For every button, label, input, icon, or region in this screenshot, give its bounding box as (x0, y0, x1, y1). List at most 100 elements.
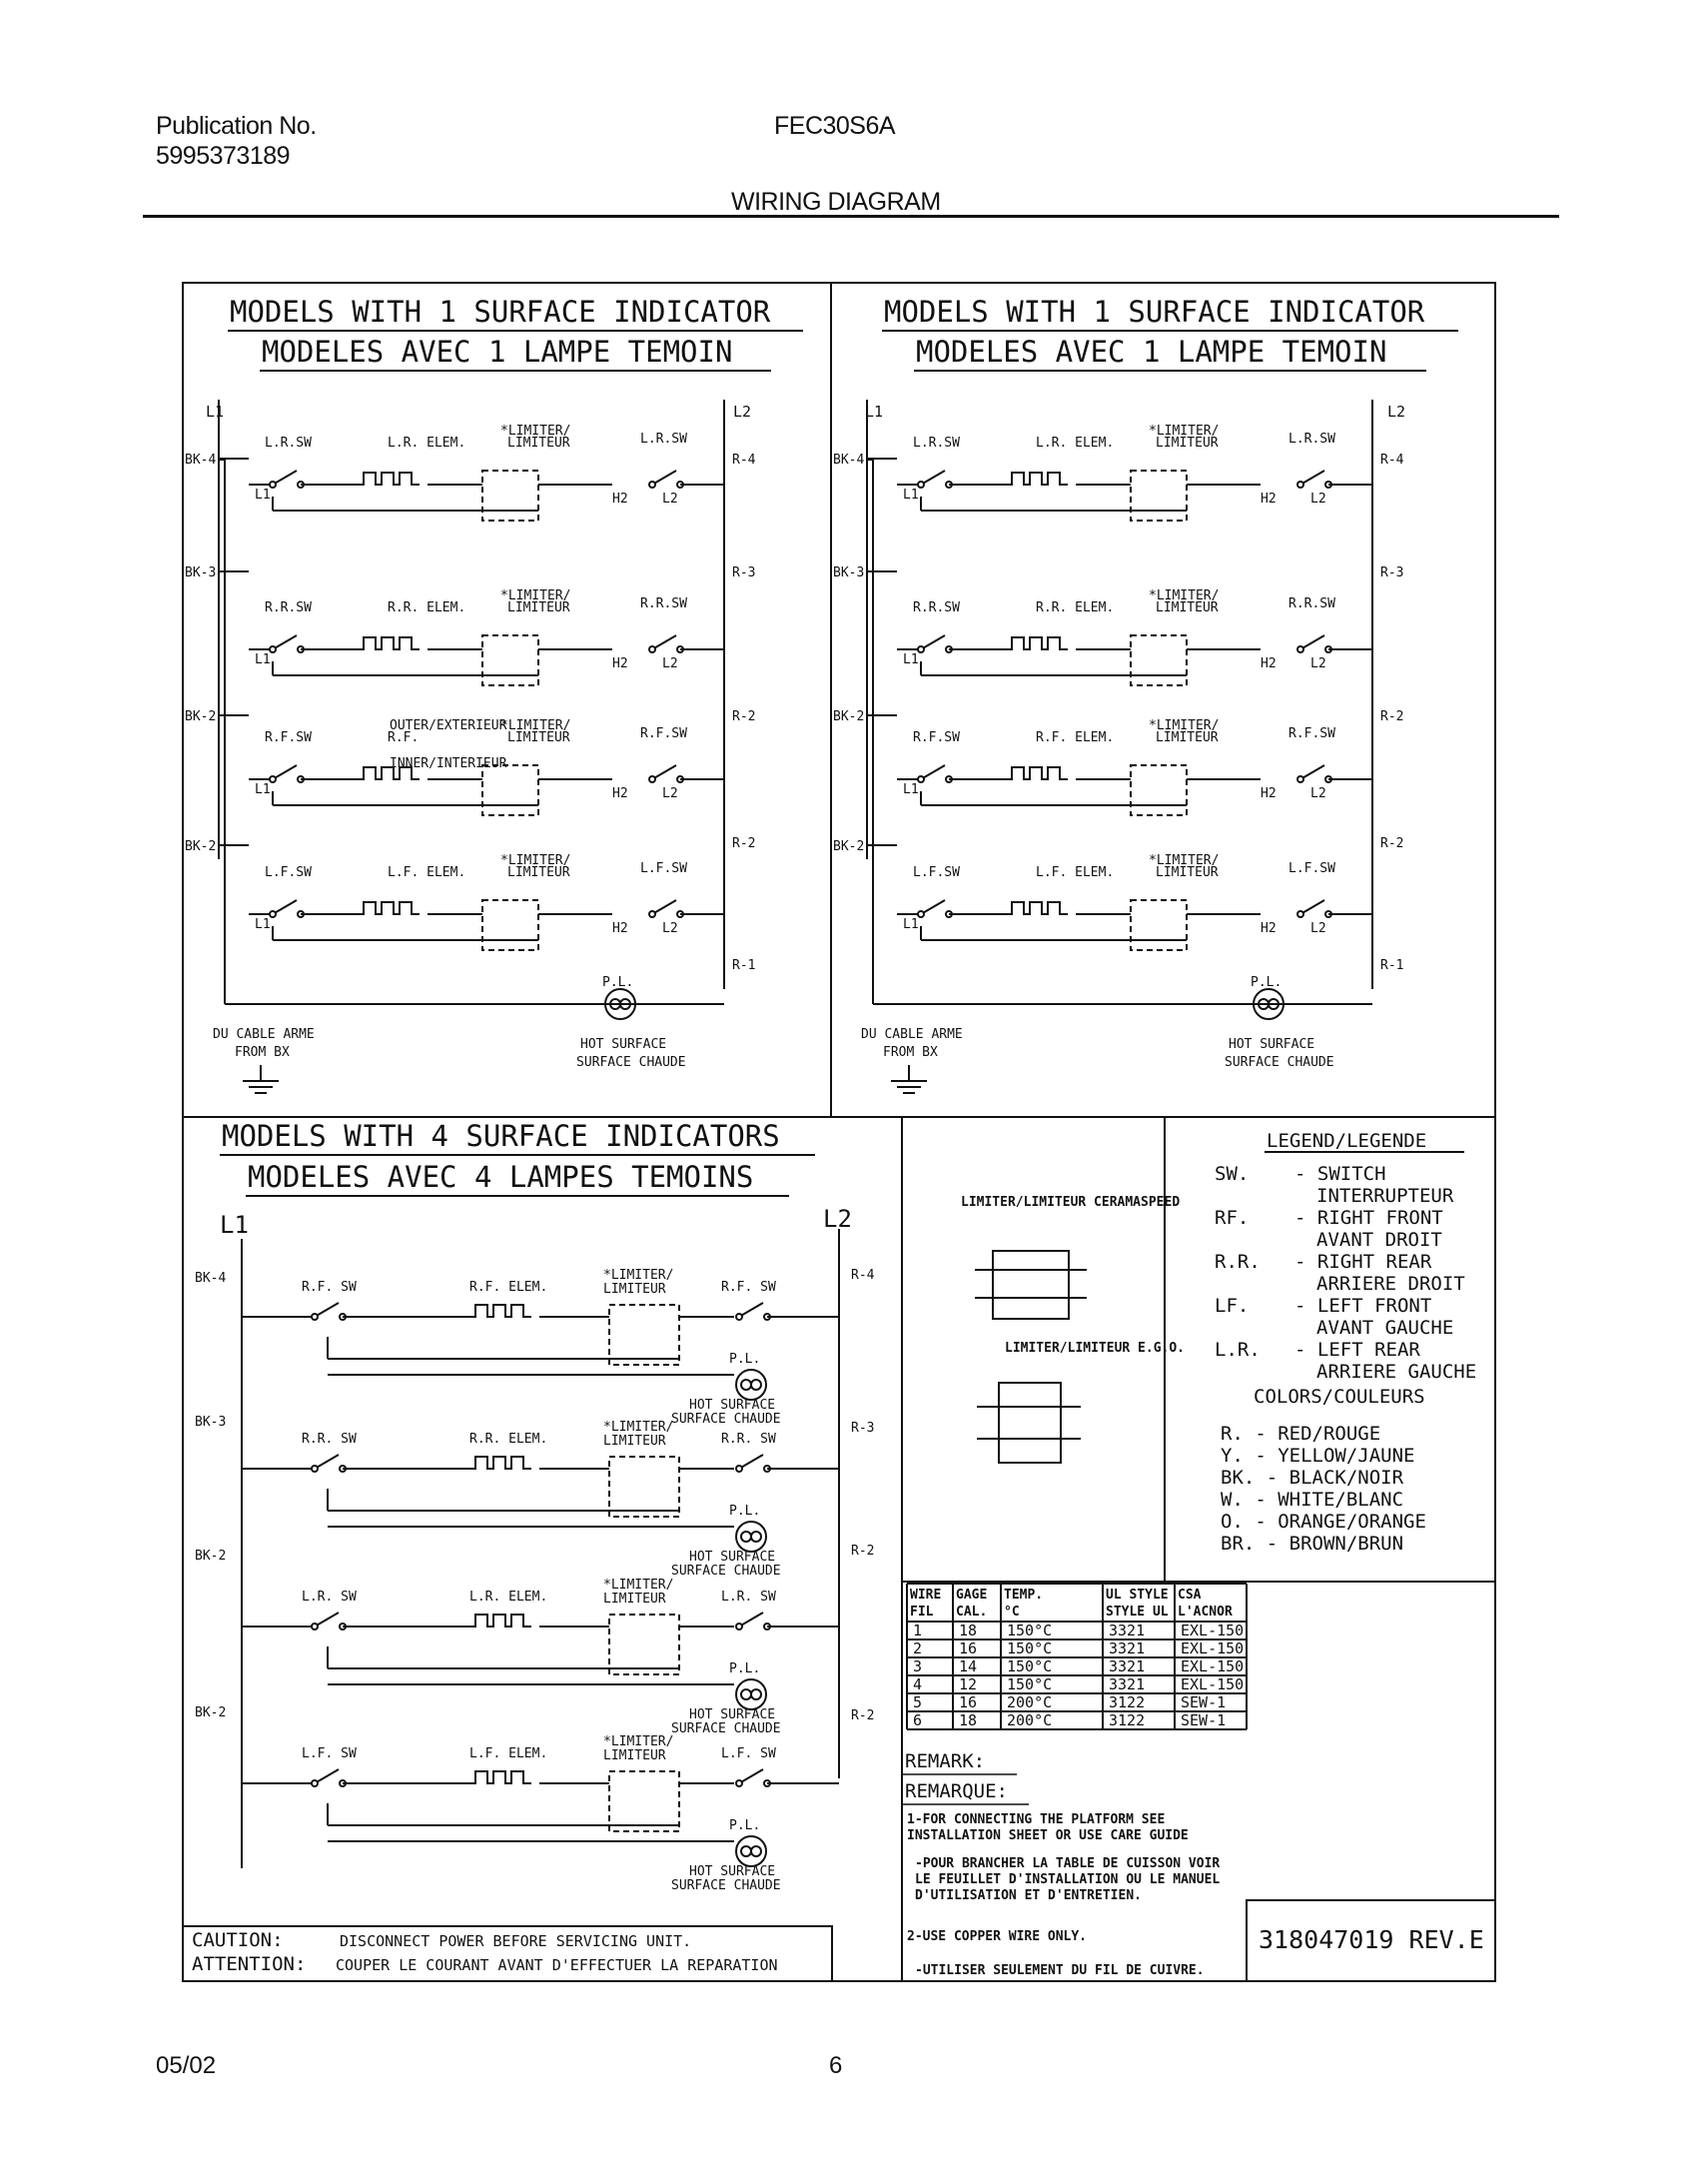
p1-switch-right-label-2: R.F.SW (640, 726, 687, 741)
panel-1-title-en: MODELS WITH 1 SURFACE INDICATOR (230, 295, 771, 329)
wire-table-cell-2-0: 3 (913, 1657, 922, 1675)
panel-2: MODELS WITH 1 SURFACE INDICATOR MODELES … (833, 295, 1458, 1094)
footer-date: 05/02 (156, 2052, 217, 2079)
p3-pl-label-0: P.L. (729, 1352, 760, 1367)
heating-element (1006, 636, 1068, 650)
heating-element (469, 1614, 531, 1628)
panel-1: MODELS WITH 1 SURFACE INDICATOR MODELES … (185, 295, 803, 1094)
p1-surface-chaude: SURFACE CHAUDE (576, 1055, 686, 1070)
remark-en: REMARK: (905, 1750, 985, 1772)
wire-table-cell-5-3: 3122 (1109, 1711, 1145, 1729)
remark-note1-fr-0: -POUR BRANCHER LA TABLE DE CUISSON VOIR (915, 1856, 1220, 1871)
legend-en-1: - RIGHT FRONT (1294, 1207, 1443, 1229)
wire-table-cell-5-2: 200°C (1007, 1711, 1052, 1729)
p3-wire-right-1: R-3 (851, 1421, 874, 1436)
switch-contact (917, 775, 925, 783)
p3-wire-left-3: BK-2 (195, 1705, 226, 1720)
p2-h2-tag-2: H2 (1261, 786, 1277, 801)
p3-switch-label-1: R.R. SW (302, 1432, 357, 1447)
wire-table-cell-5-0: 6 (913, 1711, 922, 1729)
switch-contact (269, 775, 277, 783)
panel-1-l1: L1 (206, 403, 224, 421)
heating-element (1006, 901, 1068, 915)
p3-wire-right-3: R-2 (851, 1708, 874, 1723)
p3-wire-left-0: BK-4 (195, 1271, 226, 1286)
p1-wire-right-4: R-1 (732, 958, 755, 973)
wire-table-cell-4-3: 3122 (1109, 1693, 1145, 1711)
pilot-lamp (735, 1678, 767, 1710)
p3-wire-left-1: BK-3 (195, 1415, 226, 1430)
wire-table-header-1: GAGE (956, 1588, 987, 1603)
p1-wire-right-1: R-3 (732, 565, 755, 580)
p3-switch-right-label-2: L.R. SW (721, 1590, 776, 1605)
p2-hot-surface: HOT SURFACE (1229, 1037, 1314, 1052)
p2-l2-tag-2: L2 (1310, 786, 1326, 801)
p1-limiter-label2-3: LIMITEUR (507, 865, 570, 880)
p1-l1-tag-0: L1 (255, 488, 271, 503)
p3-element-label-1: R.R. ELEM. (469, 1432, 547, 1447)
wire-table-cell-4-1: 16 (959, 1693, 977, 1711)
wire-table-cell-3-4: EXL-150 (1181, 1675, 1244, 1693)
p2-limiter-label2-3: LIMITEUR (1156, 865, 1219, 880)
wire-table-cell-3-0: 4 (913, 1675, 922, 1693)
p3-element-label-2: L.R. ELEM. (469, 1590, 547, 1605)
limiter-box (481, 899, 539, 951)
wire-table-cell-0-0: 1 (913, 1622, 922, 1639)
switch-contact (735, 1779, 743, 1787)
p2-limiter-label-1: *LIMITER/ (1149, 588, 1219, 603)
remark-fr: REMARQUE: (905, 1780, 1008, 1802)
legend-abbr-0: SW. (1215, 1163, 1249, 1185)
wire-table-cell-1-2: 150°C (1007, 1639, 1052, 1657)
remark-note1-fr-2: D'UTILISATION ET D'ENTRETIEN. (915, 1888, 1142, 1903)
legend-fr-4: ARRIERE GAUCHE (1316, 1361, 1476, 1383)
legend-fr-1: AVANT DROIT (1316, 1229, 1442, 1251)
limiter-box (608, 1770, 680, 1832)
panel-3-title-en: MODELS WITH 4 SURFACE INDICATORS (222, 1119, 780, 1153)
remark-note2-fr: -UTILISER SEULEMENT DU FIL DE CUIVRE. (915, 1963, 1205, 1978)
switch-contact (648, 481, 656, 489)
legend-color-4: O. - ORANGE/ORANGE (1221, 1511, 1426, 1533)
legend: LEGEND/LEGENDE SW.- SWITCHINTERRUPTEURRF… (1215, 1130, 1476, 1555)
pilot-lamp (735, 1369, 767, 1401)
wire-table-header2-4: L'ACNOR (1178, 1605, 1233, 1620)
remark-note2-en: 2-USE COPPER WIRE ONLY. (907, 1929, 1087, 1944)
p1-limiter-label-2: *LIMITER/ (500, 718, 570, 733)
legend-en-2: - RIGHT REAR (1294, 1251, 1432, 1273)
wire-table-header-2: TEMP. (1004, 1588, 1043, 1603)
p3-wire-left-2: BK-2 (195, 1549, 226, 1564)
p3-element-label-0: R.F. ELEM. (469, 1280, 547, 1295)
p1-switch-label-2: R.F.SW (265, 730, 312, 745)
p1-limiter-label-0: *LIMITER/ (500, 424, 570, 439)
ego-label: LIMITER/LIMITEUR E.G.O. (1005, 1341, 1185, 1356)
wire-table-header-0: WIRE (910, 1588, 941, 1603)
p2-limiter-label2-0: LIMITEUR (1156, 436, 1219, 451)
legend-fr-3: AVANT GAUCHE (1316, 1317, 1453, 1339)
p1-l2-tag-1: L2 (662, 656, 678, 671)
p3-switch-label-0: R.F. SW (302, 1280, 357, 1295)
p3-element-label-3: L.F. ELEM. (469, 1746, 547, 1761)
limiter-box (1130, 470, 1188, 522)
p3-hot-surface-0: HOT SURFACE (689, 1398, 775, 1413)
panel-2-l2: L2 (1387, 403, 1405, 421)
publication-number: 5995373189 (156, 142, 291, 170)
ego-symbol (998, 1382, 1062, 1464)
wire-table-header2-2: °C (1004, 1605, 1020, 1620)
p2-limiter-label-0: *LIMITER/ (1149, 424, 1219, 439)
wire-table-cell-3-3: 3321 (1109, 1675, 1145, 1693)
switch-contact (269, 481, 277, 489)
part-number: 318047019 REV.E (1259, 1925, 1484, 1954)
heating-element (358, 901, 420, 915)
p2-l2-tag-1: L2 (1310, 656, 1326, 671)
p1-hot-surface: HOT SURFACE (580, 1037, 666, 1052)
p3-switch-right-label-0: R.F. SW (721, 1280, 776, 1295)
switch-contact (1296, 775, 1304, 783)
p1-wire-right-3: R-2 (732, 836, 755, 851)
p3-switch-right-label-3: L.F. SW (721, 1746, 776, 1761)
page-title: WIRING DIAGRAM (731, 188, 941, 216)
p1-ground-fr: DU CABLE ARME (213, 1027, 315, 1042)
publication-label: Publication No. (156, 112, 317, 140)
legend-color-1: Y. - YELLOW/JAUNE (1221, 1445, 1414, 1467)
heating-element (358, 766, 420, 780)
switch-contact (311, 1623, 319, 1631)
lamp-filament (740, 1688, 752, 1700)
